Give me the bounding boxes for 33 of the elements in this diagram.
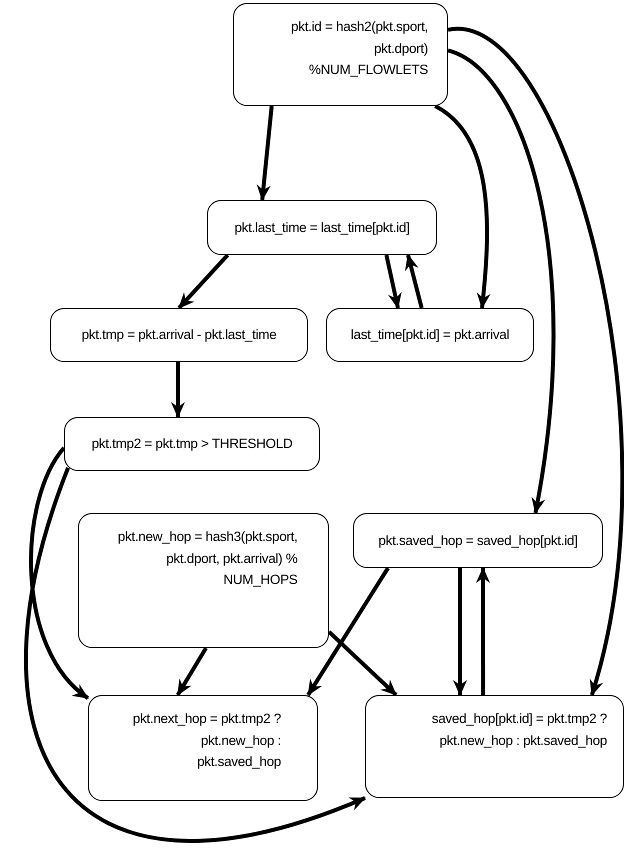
arrow [448,28,624,696]
arrow [453,568,468,696]
arrow [404,254,424,308]
code-statement: pkt.last_time = last_time[pkt.id] [234,218,410,237]
process-box [326,308,534,362]
arrow [328,630,398,696]
code-statement: pkt.next_hop = pkt.tmp2 ? pkt.new_hop : pkt.saved_hop [132,710,281,772]
code-statement: pkt.tmp2 = pkt.tmp > THRESHOLD [92,435,292,454]
process-box [365,695,624,798]
process-box [64,417,320,471]
code-statement: pkt.tmp = pkt.arrival - pkt.last_time [82,326,276,344]
arrow [384,254,402,309]
code-statement: pkt.new_hop = hash3(pkt.sport, pkt.dport, pkt.arrival) % NUM_HOPS [116,528,298,590]
code-statement: saved_hop[pkt.id] = pkt.tmp2 ? pkt.new_hop : pkt.saved_hop [430,710,607,750]
arrow [256,106,274,201]
code-statement: pkt.saved_hop = saved_hop[pkt.id] [378,532,578,550]
process-box [50,308,308,362]
process-box [233,3,448,106]
process-box [353,513,603,568]
arrow [434,104,490,309]
process-box [88,695,318,801]
arrow [306,566,390,696]
code-statement: pkt.id = hash2(pkt.sport, pkt.dport) %NUM_FLOWLETS [290,18,428,80]
arrow [447,48,556,514]
code-statement: last_time[pkt.id] = pkt.arrival [350,326,510,344]
arrow [24,467,366,842]
process-box [207,200,437,255]
arrow [178,254,230,310]
arrow [170,362,185,418]
arrow [476,567,490,695]
arrow [29,446,90,700]
process-box [78,513,329,648]
arrow [176,646,208,696]
